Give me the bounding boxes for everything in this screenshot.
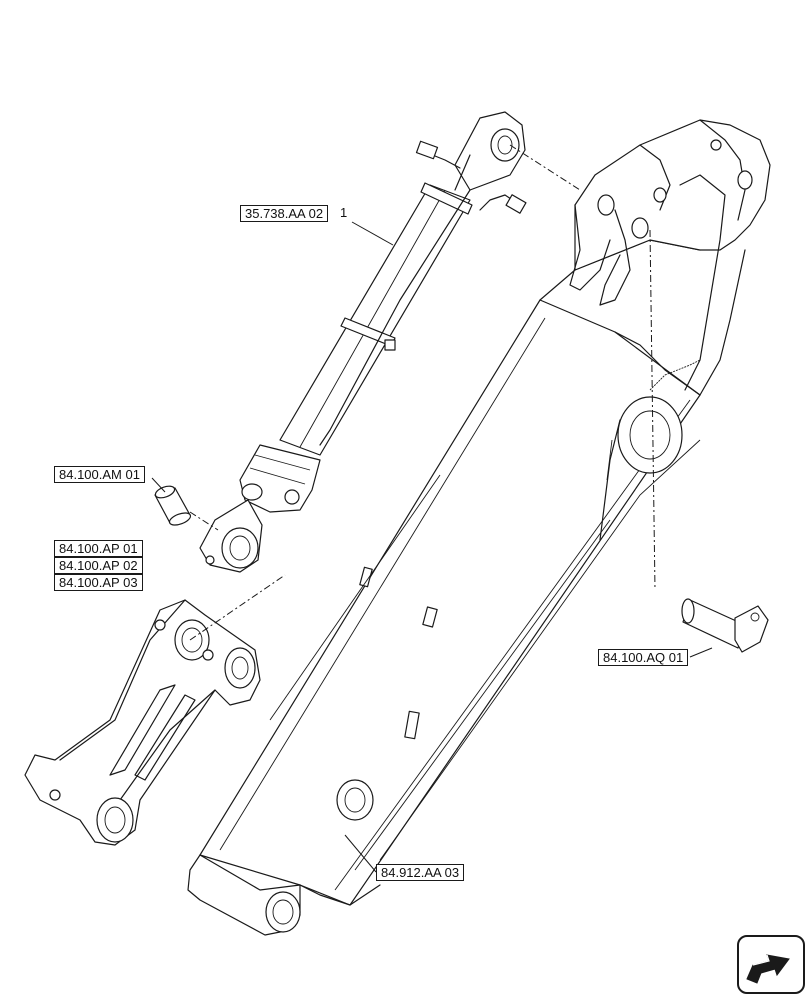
callout-cylinder[interactable]: 35.738.AA 02: [240, 205, 329, 222]
hydraulic-cylinder[interactable]: [199, 111, 527, 573]
bushing[interactable]: [154, 484, 192, 528]
centerline-rod-bushing: [189, 511, 219, 531]
navigation-arrow-icon: [746, 954, 790, 984]
callout-bushing[interactable]: 84.100.AM 01: [54, 466, 145, 483]
centerline-boom-body: [269, 474, 441, 721]
callout-link-2[interactable]: 84.100.AP 02: [54, 557, 143, 574]
callout-boom[interactable]: 84.912.AA 03: [376, 864, 465, 881]
callout-pin[interactable]: 84.100.AQ 01: [598, 649, 689, 666]
centerline-pin: [649, 229, 656, 591]
centerline-cylinder-boom: [509, 144, 581, 191]
leader-pin: [689, 647, 713, 658]
leader-cylinder: [351, 221, 394, 246]
callout-link-1[interactable]: 84.100.AP 01: [54, 540, 143, 557]
navigation-button[interactable]: [737, 935, 805, 994]
boom-arm[interactable]: [187, 119, 771, 936]
link-assembly[interactable]: [24, 599, 261, 846]
leader-boom: [344, 834, 377, 873]
centerline-link: [189, 574, 286, 641]
pin[interactable]: [681, 598, 769, 653]
callout-link-3[interactable]: 84.100.AP 03: [54, 574, 143, 591]
leader-bushing: [151, 477, 166, 493]
item-number-cylinder: 1: [340, 205, 348, 220]
